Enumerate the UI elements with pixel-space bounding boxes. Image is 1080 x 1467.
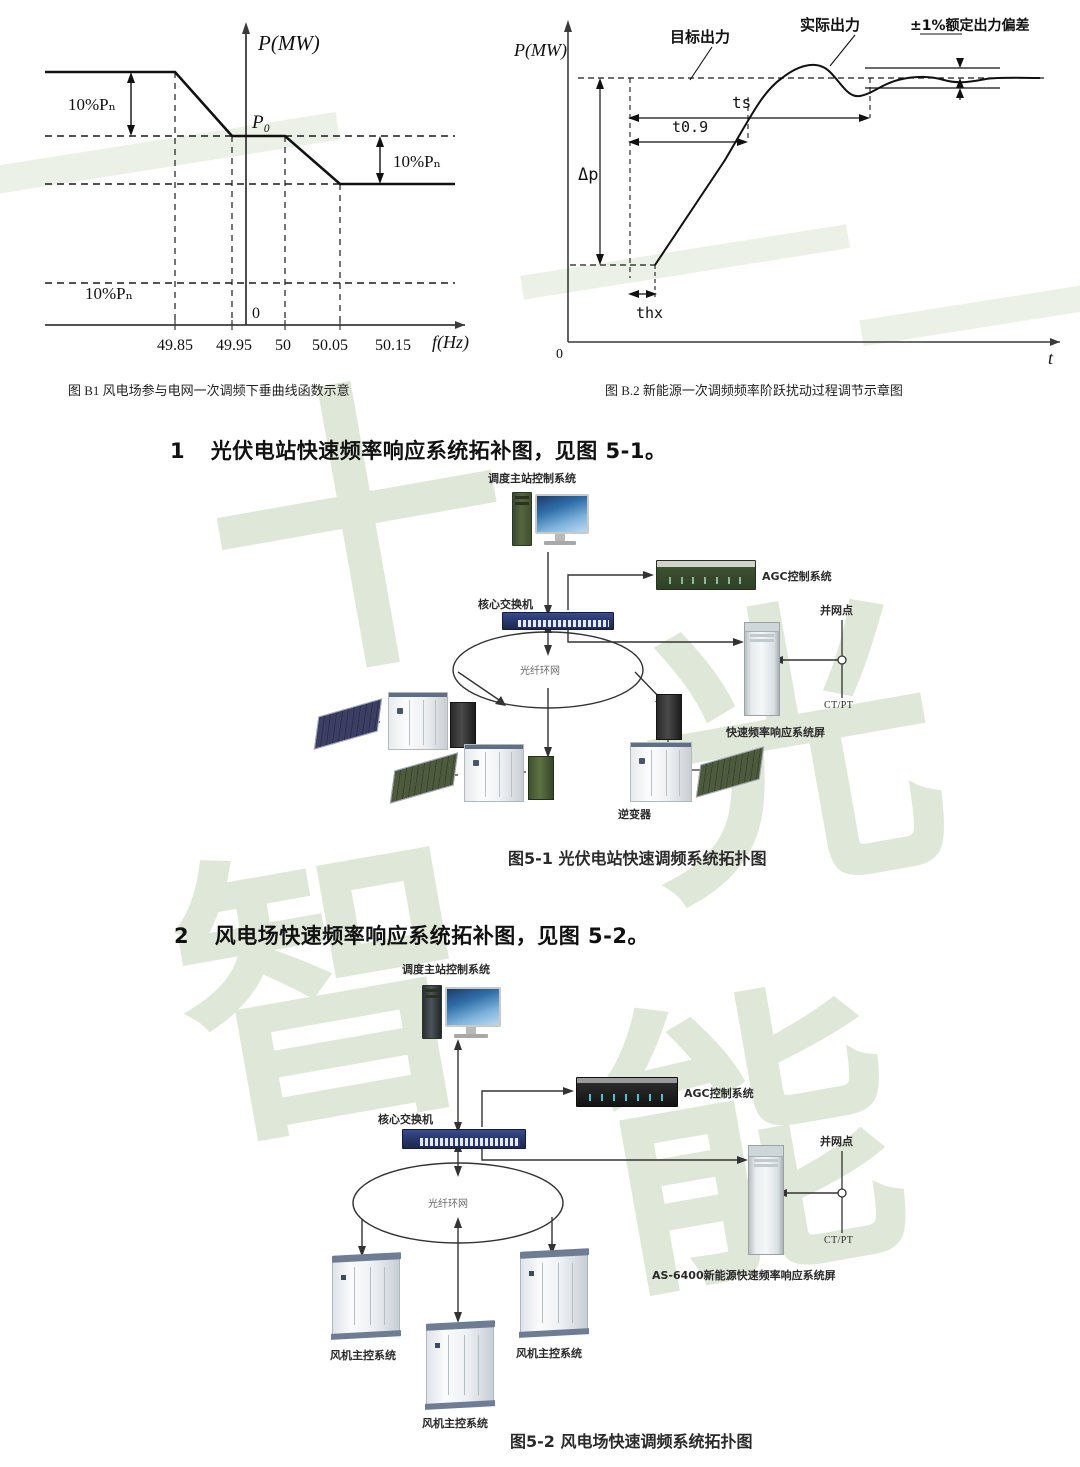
figure-b1-annotation-upper: 10%Pₙ bbox=[68, 95, 116, 114]
wind-wtg-left-label: 风机主控系统 bbox=[330, 1349, 396, 1362]
wind-wtg-cabinet-mid-icon bbox=[425, 1320, 495, 1411]
figure-b2-callout-band: ±1%额定出力偏差 bbox=[910, 17, 1030, 34]
figure-b2-delta-p-label: Δp bbox=[578, 165, 598, 185]
wind-agc-label: AGC控制系统 bbox=[684, 1087, 754, 1100]
figure-b2-ts-label: ts bbox=[732, 93, 751, 112]
pv-dispatch-tower-icon bbox=[512, 492, 532, 546]
pv-inverter-mid-icon bbox=[464, 744, 524, 802]
pv-switch-label: 核心交换机 bbox=[478, 598, 533, 611]
topology-diagram-pv: 调度主站控制系统 AGC控制系统 核心交换机 光纤环网 bbox=[313, 470, 930, 840]
wind-wtg-mid-label: 风机主控系统 bbox=[422, 1417, 488, 1430]
figure-b2-caption: 图 B.2 新能源一次调频频率阶跃扰动过程调节示章图 bbox=[605, 383, 903, 398]
pv-comm-box-mid-icon bbox=[528, 756, 554, 800]
wind-wtg-cabinet-left-icon bbox=[331, 1252, 401, 1341]
pv-ctpt-label: CT/PT bbox=[824, 700, 854, 711]
figure-b2-t09-label: t0.9 bbox=[672, 118, 708, 136]
section-1-heading-text: 光伏电站快速频率响应系统拓补图，见图 5-1。 bbox=[210, 439, 667, 463]
figure-b2-callout-target: 目标出力 bbox=[670, 28, 730, 46]
wind-switch-label: 核心交换机 bbox=[378, 1113, 433, 1126]
section-1-heading: 1 光伏电站快速频率响应系统拓补图，见图 5-1。 bbox=[170, 435, 667, 465]
wind-grid-point-label: 并网点 bbox=[820, 1135, 853, 1148]
figure-b1-xtick-4: 50.15 bbox=[375, 337, 411, 354]
pv-dispatch-label: 调度主站控制系统 bbox=[488, 472, 576, 485]
figure-b1-x-axis-label: f(Hz) bbox=[432, 332, 469, 353]
pv-panel-label: 快速频率响应系统屏 bbox=[726, 726, 825, 739]
wind-ctpt-label: CT/PT bbox=[824, 1235, 854, 1246]
wind-dispatch-monitor-icon bbox=[445, 987, 501, 1039]
pv-comm-box-left-icon bbox=[450, 702, 476, 748]
figure-b1-caption: 图 B1 风电场参与电网一次调频下垂曲线函数示意 bbox=[68, 383, 350, 398]
figure-5-2-caption: 图5-2 风电场快速调频系统拓扑图 bbox=[510, 1432, 753, 1451]
wind-dispatch-tower-icon bbox=[422, 985, 442, 1039]
wind-dispatch-label: 调度主站控制系统 bbox=[402, 963, 490, 976]
figure-b1-chart: P(MW) P₀ 0 f(Hz) 10%Pₙ 10%Pₙ 10%Pₙ 49.85… bbox=[45, 22, 469, 354]
wind-agc-server-icon bbox=[576, 1077, 678, 1107]
figure-b1-xtick-1: 49.95 bbox=[216, 337, 252, 354]
pv-grid-point-label: 并网点 bbox=[820, 604, 853, 617]
figure-b2-origin-label: 0 bbox=[556, 347, 563, 362]
section-2-heading-text: 风电场快速频率响应系统拓补图，见图 5-2。 bbox=[214, 924, 649, 948]
wind-fiber-ring-label: 光纤环网 bbox=[428, 1199, 468, 1210]
section-1-number: 1 bbox=[170, 439, 186, 463]
figure-b1: P(MW) P₀ 0 f(Hz) 10%Pₙ 10%Pₙ 10%Pₙ 49.85… bbox=[0, 0, 500, 375]
pv-inverter-right-icon bbox=[630, 742, 692, 802]
wind-wtg-right-label: 风机主控系统 bbox=[516, 1347, 582, 1360]
wind-response-cabinet-icon bbox=[748, 1145, 784, 1255]
figure-b2-callout-actual: 实际出力 bbox=[800, 16, 860, 34]
figure-b2-chart: P(MW) t 0 目标出力 实际出力 ±1%额定出力偏差 Δp ts t0.9… bbox=[513, 16, 1060, 368]
figure-b2-x-axis-label: t bbox=[1048, 348, 1054, 368]
figure-b1-xtick-0: 49.85 bbox=[157, 337, 193, 354]
topology-wind-connectors bbox=[352, 1039, 847, 1323]
figure-b1-annotation-right: 10%Pₙ bbox=[393, 152, 441, 171]
wind-wtg-cabinet-right-icon bbox=[519, 1248, 589, 1339]
pv-comm-box-right-icon bbox=[656, 694, 682, 740]
figure-b1-y-axis-label: P(MW) bbox=[257, 31, 320, 55]
topology-diagram-wind: 调度主站控制系统 AGC控制系统 核心交换机 光纤环网 bbox=[330, 955, 950, 1430]
figure-b2-thx-label: thx bbox=[636, 304, 663, 322]
figure-5-1-caption: 图5-1 光伏电站快速调频系统拓扑图 bbox=[508, 849, 767, 868]
section-2-heading: 2 风电场快速频率响应系统拓补图，见图 5-2。 bbox=[174, 920, 649, 950]
pv-agc-server-icon bbox=[656, 560, 756, 590]
figure-b1-xtick-3: 50.05 bbox=[312, 337, 348, 354]
figure-b2: P(MW) t 0 目标出力 实际出力 ±1%额定出力偏差 Δp ts t0.9… bbox=[500, 0, 1080, 375]
figure-b1-annotation-bottom: 10%Pₙ bbox=[85, 284, 133, 303]
pv-inverter-left-icon bbox=[388, 692, 448, 750]
pv-response-cabinet-icon bbox=[744, 622, 780, 716]
pv-inverter-label: 逆变器 bbox=[618, 808, 651, 821]
pv-agc-label: AGC控制系统 bbox=[762, 570, 832, 583]
wind-core-switch-icon bbox=[402, 1129, 526, 1149]
pv-dispatch-monitor-icon bbox=[535, 494, 589, 546]
pv-fiber-ring-label: 光纤环网 bbox=[520, 666, 560, 677]
wind-panel-label: AS-6400新能源快速频率响应系统屏 bbox=[652, 1269, 836, 1282]
pv-core-switch-icon bbox=[502, 612, 614, 630]
figure-b1-origin-label: 0 bbox=[252, 305, 260, 322]
section-2-number: 2 bbox=[174, 924, 190, 948]
figure-b1-xtick-2: 50 bbox=[275, 337, 291, 354]
figure-b1-p0-label: P₀ bbox=[251, 112, 270, 133]
figure-b2-y-axis-label: P(MW) bbox=[513, 40, 567, 61]
